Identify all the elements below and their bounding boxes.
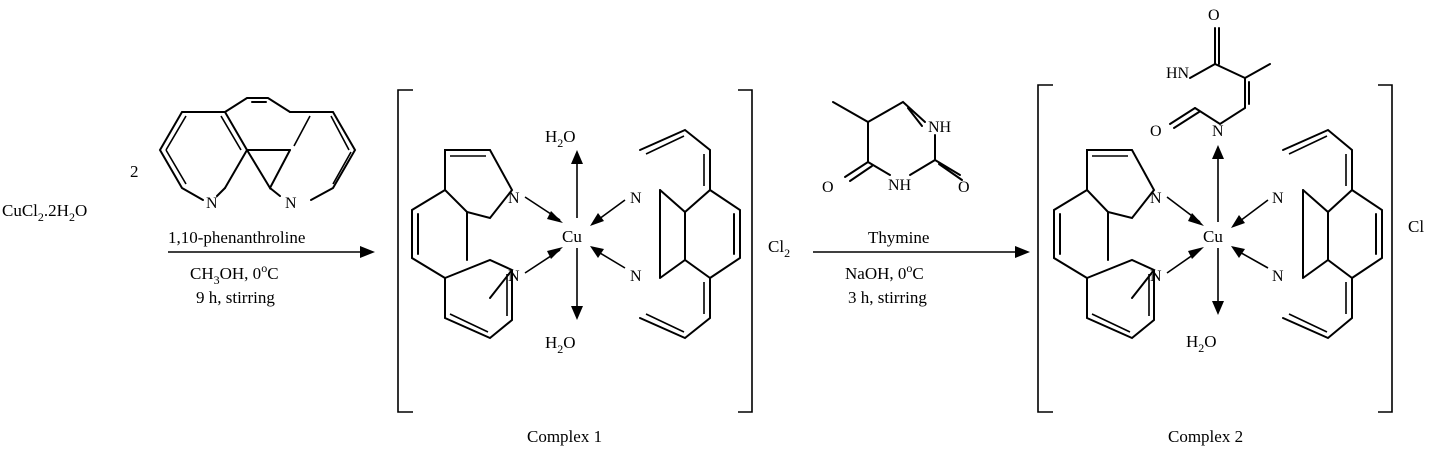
condition-time: 9 h, stirring: [196, 288, 275, 307]
atom-n: N: [1150, 268, 1162, 285]
counter-ion: Cl: [1408, 217, 1424, 236]
counter-ion: Cl2: [768, 237, 790, 260]
atom-n: N: [1212, 123, 1224, 140]
condition-time: 3 h, stirring: [848, 288, 927, 307]
complex2-thymine-ligand: [1169, 27, 1271, 129]
arrow-head-1: [360, 246, 375, 258]
metal-center: Cu: [562, 227, 582, 246]
thymine-reagent-structure: [832, 100, 963, 182]
atom-n: N: [1272, 190, 1284, 207]
phenanthroline-reagent-structure: N N: [158, 97, 357, 212]
complex2-caption: Complex 2: [1168, 427, 1243, 446]
atom-o: O: [1150, 123, 1162, 140]
complex1-phen-right: [639, 128, 741, 340]
condition-solvent: CH3OH, 0oC: [190, 261, 279, 287]
bracket-right: [1378, 84, 1393, 413]
atom-o: O: [958, 179, 970, 196]
atom-nh: NH: [888, 177, 912, 194]
reactant-formula: CuCl2.2H2O: [2, 201, 87, 224]
atom-hn: HN: [1166, 65, 1190, 82]
atom-n: N: [1150, 190, 1162, 207]
condition-base: NaOH, 0oC: [845, 261, 924, 283]
atom-n: N: [508, 190, 520, 207]
atom-n: N: [1272, 268, 1284, 285]
arrow-head-2: [1015, 246, 1030, 258]
atom-n: N: [630, 268, 642, 285]
bracket-right: [738, 89, 753, 413]
aqua-ligand: H2O: [545, 333, 576, 356]
atom-o: O: [822, 179, 834, 196]
complex2-phen-left: [1053, 149, 1156, 340]
metal-center: Cu: [1203, 227, 1223, 246]
aqua-ligand: H2O: [1186, 332, 1217, 355]
atom-o: O: [1208, 7, 1220, 24]
complex1-caption: Complex 1: [527, 427, 602, 446]
aqua-ligand: H2O: [545, 127, 576, 150]
atom-n: N: [285, 195, 297, 212]
bracket-left: [1037, 84, 1053, 413]
reagent-coefficient: 2: [130, 162, 139, 181]
complex2-phen-right: [1282, 128, 1383, 340]
atom-nh: NH: [928, 119, 952, 136]
atom-n: N: [508, 268, 520, 285]
bracket-left: [397, 89, 413, 413]
reagent-name: 1,10-phenanthroline: [168, 228, 305, 247]
complex1-phen-left: [411, 149, 514, 340]
atom-n: N: [206, 195, 218, 212]
reagent-name: Thymine: [868, 228, 929, 247]
atom-n: N: [630, 190, 642, 207]
